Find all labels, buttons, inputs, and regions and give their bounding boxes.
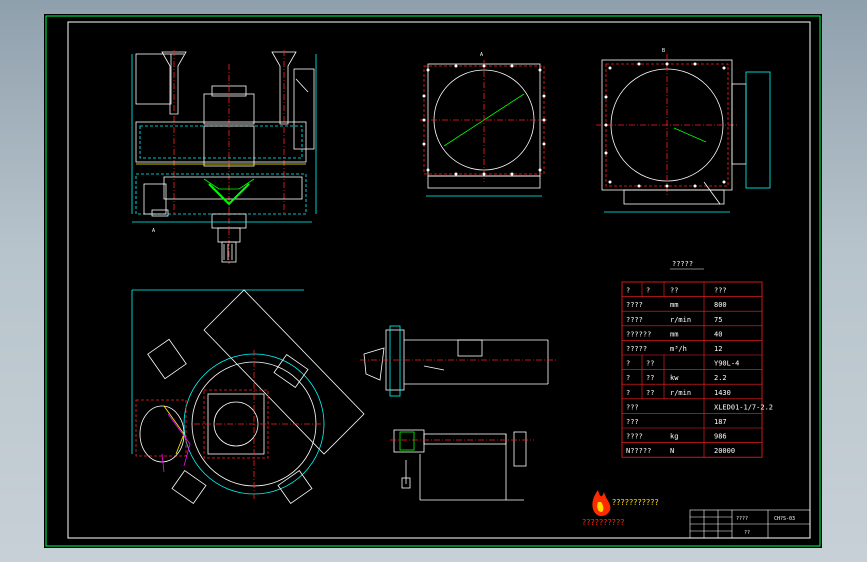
table-cell: mm: [670, 301, 678, 309]
view-a: [420, 60, 548, 197]
table-cell: ????: [626, 433, 643, 441]
table-cell: ????: [626, 301, 643, 309]
detail-view-1: [360, 325, 556, 397]
view-b-title: B: [662, 48, 665, 54]
outer-border: [45, 15, 821, 547]
table-cell: m³/h: [670, 345, 687, 353]
table-cell: 12: [714, 345, 722, 353]
table-cell: kg: [670, 433, 678, 441]
table-cell: r/min: [670, 389, 691, 397]
table-cell: ??: [646, 360, 654, 368]
table-cell: 2.2: [714, 374, 727, 382]
table-cell: ????: [626, 316, 643, 324]
plan-view: [131, 289, 365, 505]
table-cell: 986: [714, 433, 727, 441]
table-cell: ?: [626, 360, 630, 368]
cad-drawing: A A: [45, 15, 821, 547]
inner-frame: [67, 21, 811, 539]
table-cell: ???: [714, 287, 727, 295]
brand-line1: ???????????: [612, 498, 659, 507]
table-cell: ??: [670, 287, 678, 295]
table-cell: 800: [714, 301, 727, 309]
table-cell: ?: [626, 374, 630, 382]
table-cell: ??: [646, 374, 654, 382]
view-b: [596, 54, 771, 213]
brand-logo: ??????????? ??????????: [582, 490, 659, 527]
table-cell: kw: [670, 374, 679, 382]
section-label: A: [152, 228, 155, 234]
front-section-view: [131, 50, 317, 264]
table-cell: ?: [626, 389, 630, 397]
table-title: ?????: [672, 260, 693, 268]
table-cell: ??????: [626, 330, 651, 338]
table-cell: ?: [646, 287, 650, 295]
drawing-sheet: A A: [44, 14, 822, 548]
title-block-name: ????: [736, 516, 748, 522]
table-cell: N: [670, 447, 674, 455]
table-cell: ??: [646, 389, 654, 397]
brand-line2: ??????????: [582, 518, 624, 527]
title-block-scale: ??: [744, 530, 750, 536]
table-cell: r/min: [670, 316, 691, 324]
table-cell: 1430: [714, 389, 731, 397]
detail-view-2: [390, 429, 534, 501]
view-a-title: A: [480, 52, 483, 58]
table-cell: ?: [626, 287, 630, 295]
table-cell: XLED01-1/7-2.2: [714, 403, 773, 411]
table-cell: mm: [670, 330, 678, 338]
table-cell: ?????: [626, 345, 647, 353]
title-block: [689, 509, 811, 539]
table-cell: ???: [626, 403, 639, 411]
table-cell: Y90L-4: [714, 360, 739, 368]
table-cell: 20000: [714, 447, 735, 455]
table-cell: 75: [714, 316, 722, 324]
table-cell: N?????: [626, 447, 651, 455]
table-cell: 40: [714, 330, 722, 338]
table-cell: ???: [626, 418, 639, 426]
table-cell: 187: [714, 418, 727, 426]
title-block-drawing-no: CH?S-03: [774, 516, 795, 522]
